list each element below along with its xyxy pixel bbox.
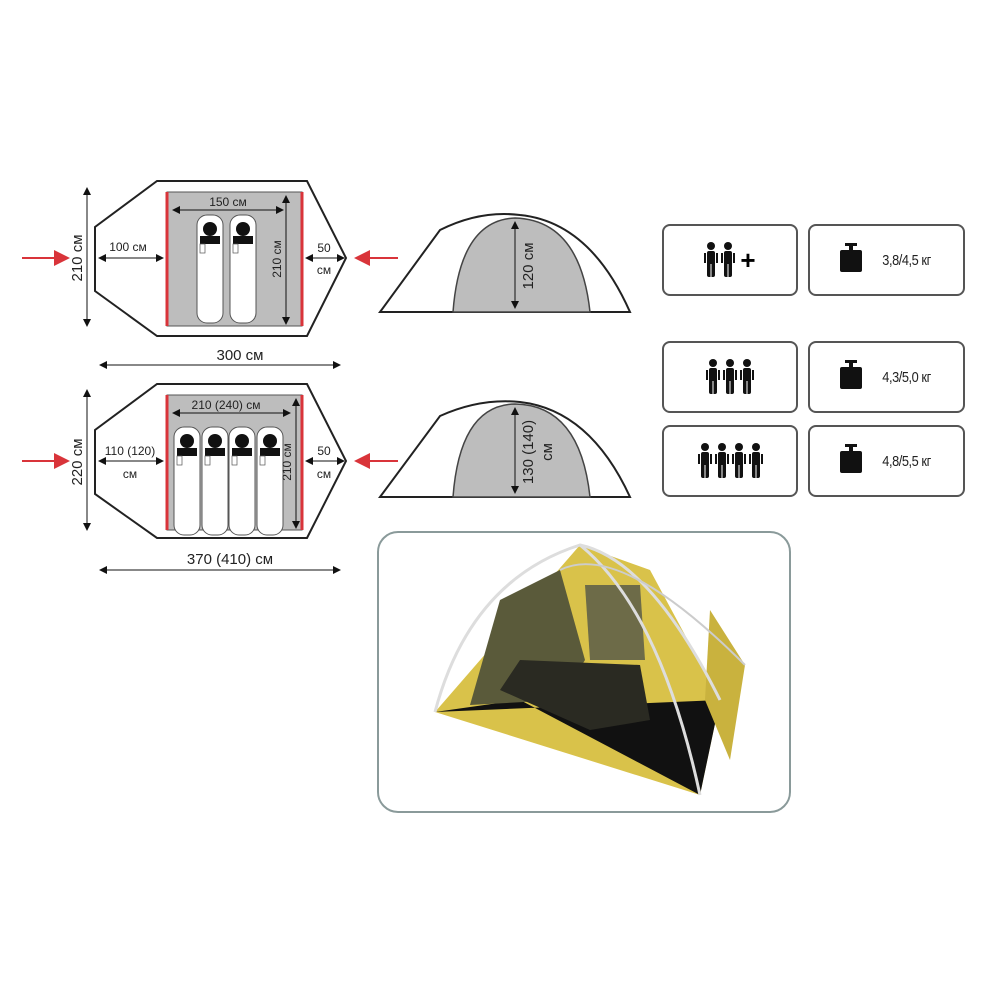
height-label: 210 см bbox=[69, 234, 86, 281]
vestibule-value: 110 (120) bbox=[105, 444, 155, 458]
vestibule-label: 100 см bbox=[109, 240, 147, 254]
plus-sign: + bbox=[740, 245, 756, 275]
weight-icon bbox=[838, 242, 864, 278]
inner-length-label: 210 см bbox=[280, 443, 294, 481]
height-value: 130 (140) bbox=[520, 420, 537, 484]
height-label: 220 см bbox=[69, 438, 86, 485]
sleeping-bag-icon bbox=[173, 426, 201, 536]
weight-icon bbox=[838, 359, 864, 395]
sleeping-bag-icon bbox=[229, 214, 257, 324]
person-icon bbox=[714, 443, 729, 479]
tent-photo bbox=[377, 531, 791, 813]
rear-vestibule-unit: см bbox=[317, 263, 331, 277]
floor-plan-2-person: 150 см 210 см 210 см 100 см 50 см 300 см bbox=[22, 180, 398, 369]
floor-plan-3-4-person: 210 (240) см 210 см 220 см 110 (120) см … bbox=[22, 383, 398, 574]
capacity-box bbox=[662, 341, 798, 413]
person-icon bbox=[723, 359, 737, 395]
sleeping-bag-icon bbox=[201, 426, 229, 536]
vestibule-unit: см bbox=[123, 467, 137, 481]
width-label: 210 (240) см bbox=[192, 398, 261, 412]
weight-icon bbox=[838, 443, 864, 479]
person-icon bbox=[697, 443, 712, 479]
height-label: 120 см bbox=[520, 242, 537, 289]
person-icon bbox=[748, 443, 763, 479]
weight-label: 4,8/5,5 кг bbox=[882, 452, 931, 470]
weight-label: 4,3/5,0 кг bbox=[882, 368, 931, 386]
capacity-box: + bbox=[662, 224, 798, 296]
rear-vestibule-unit: см bbox=[317, 467, 331, 481]
width-label: 150 см bbox=[209, 195, 247, 209]
person-icon bbox=[706, 359, 720, 395]
person-icon bbox=[721, 242, 736, 278]
sleeping-bag-icon bbox=[196, 214, 224, 324]
side-view-2-person: 120 см bbox=[378, 213, 632, 313]
person-icon bbox=[704, 242, 719, 278]
weight-box: 4,3/5,0 кг bbox=[808, 341, 965, 413]
weight-box: 3,8/4,5 кг bbox=[808, 224, 965, 296]
sleeping-bag-icon bbox=[228, 426, 256, 536]
total-length-label: 300 см bbox=[216, 347, 263, 364]
rear-vestibule-value: 50 bbox=[317, 444, 331, 458]
person-icon bbox=[731, 443, 746, 479]
capacity-box bbox=[662, 425, 798, 497]
height-unit: см bbox=[539, 443, 556, 461]
weight-label: 3,8/4,5 кг bbox=[882, 251, 931, 269]
side-view-3-4-person: 130 (140) см bbox=[378, 400, 632, 498]
weight-box: 4,8/5,5 кг bbox=[808, 425, 965, 497]
total-length-label: 370 (410) см bbox=[187, 551, 273, 568]
inner-length-label: 210 см bbox=[270, 240, 284, 278]
rear-vestibule-value: 50 bbox=[317, 241, 331, 255]
person-icon bbox=[740, 359, 754, 395]
